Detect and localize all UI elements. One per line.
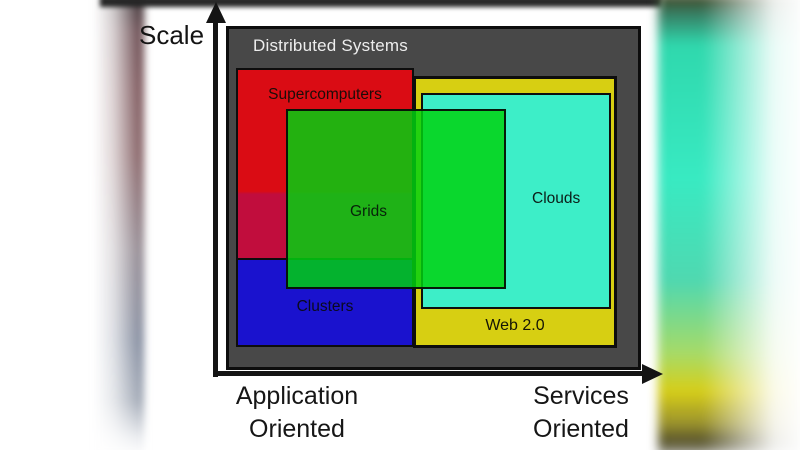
web20-label: Web 2.0 bbox=[485, 317, 545, 334]
y-axis-line bbox=[213, 18, 218, 377]
supercomputers-label: Supercomputers bbox=[268, 86, 382, 103]
x-axis-right-caption-line2: Oriented bbox=[533, 415, 629, 443]
grids-label: Grids bbox=[350, 203, 388, 220]
y-axis-label: Scale bbox=[139, 20, 205, 50]
x-axis-arrowhead-icon bbox=[642, 364, 663, 384]
grids-box bbox=[286, 109, 506, 289]
x-axis-left-caption-line1: Application bbox=[235, 382, 359, 410]
blurred-right-band bbox=[658, 0, 800, 450]
blurred-left-band bbox=[94, 0, 144, 450]
x-axis-line bbox=[213, 371, 645, 376]
distributed-systems-label: Distributed Systems bbox=[253, 36, 408, 55]
x-axis-left-caption-line2: Oriented bbox=[249, 415, 345, 443]
x-axis-left-caption: Application Oriented bbox=[192, 380, 402, 446]
y-axis-arrowhead-icon bbox=[206, 2, 226, 23]
x-axis-right-caption: Services Oriented bbox=[476, 380, 686, 446]
clouds-label: Clouds bbox=[532, 190, 581, 207]
blurred-top-band bbox=[100, 0, 662, 7]
clusters-label: Clusters bbox=[296, 298, 354, 315]
x-axis-right-caption-line1: Services bbox=[533, 382, 629, 410]
